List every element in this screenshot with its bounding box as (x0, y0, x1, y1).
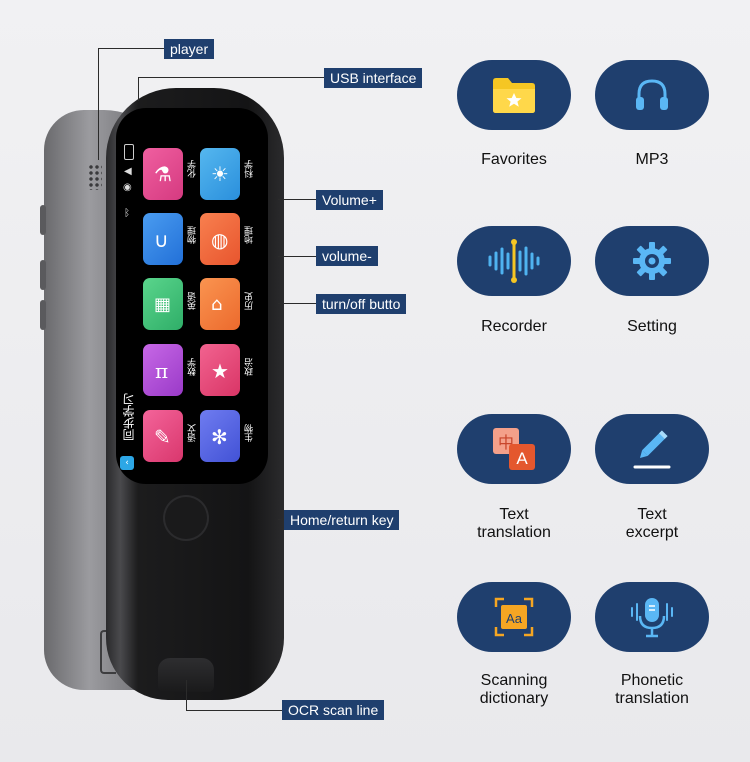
app-chemistry[interactable] (143, 148, 183, 200)
feature-setting-label: Setting (627, 318, 677, 335)
sync-learning-title: 同步学习 (122, 393, 136, 441)
feature-favorites-tile (457, 60, 571, 130)
magnet-icon: ∪ (154, 228, 169, 252)
feature-text-translation-label: Text translation (477, 506, 551, 541)
pi-icon: π (155, 359, 169, 383)
app-chinese[interactable] (143, 410, 183, 462)
svg-text:A: A (516, 449, 528, 468)
app-science[interactable] (200, 148, 240, 200)
star-icon: ★ (211, 359, 229, 383)
app-english-label: 英语 (188, 292, 198, 310)
app-history-label: 历史 (245, 292, 255, 310)
callout-ocr-scan-line: OCR scan line (282, 700, 385, 720)
feature-scanning-dictionary-label: Scanning dictionary (479, 672, 549, 707)
pencil-icon (633, 430, 671, 469)
folder-star-icon (493, 78, 535, 113)
speaker-grille (88, 164, 102, 190)
app-biology-label: 生物 (245, 424, 255, 442)
app-chinese-label: 语文 (188, 424, 198, 442)
app-math-label: 数学 (188, 358, 198, 376)
app-history[interactable] (200, 278, 240, 330)
callout-volume-up: Volume+ (316, 190, 383, 210)
side-button-2 (40, 260, 46, 290)
feature-recorder-tile (457, 226, 571, 296)
feature-phonetic-translation-label: Phonetic translation (615, 672, 689, 707)
bluetooth-icon: ᛒ (124, 208, 130, 219)
app-english[interactable] (143, 278, 183, 330)
app-politics[interactable] (200, 344, 240, 396)
feature-text-translation-tile: 中 A (457, 414, 571, 484)
molecule-icon: ✻ (211, 425, 228, 449)
app-geography[interactable] (200, 213, 240, 265)
feature-text-excerpt-tile (595, 414, 709, 484)
app-physics-label: 物理 (188, 226, 198, 244)
app-physics[interactable] (143, 213, 183, 265)
feature-text-excerpt-label: Text excerpt (625, 506, 679, 541)
feature-recorder-label: Recorder (481, 318, 547, 335)
feature-mp3-label: MP3 (635, 151, 669, 168)
feature-setting-tile (595, 226, 709, 296)
headphones-icon (636, 79, 668, 110)
callout-player: player (164, 39, 215, 59)
test-tube-icon: ⚗ (154, 162, 172, 186)
translate-icon: 中 A (493, 428, 535, 470)
waveform-icon (488, 239, 540, 283)
app-biology[interactable] (200, 410, 240, 462)
bulb-icon: ☀ (211, 162, 229, 186)
callout-power: turn/off butto (316, 294, 407, 314)
temple-icon: ⌂ (211, 294, 223, 315)
feature-favorites-label: Favorites (481, 151, 547, 168)
gear-icon (633, 242, 671, 280)
abc-blocks-icon: ▦ (154, 294, 172, 315)
home-return-button[interactable] (163, 495, 209, 541)
volume-status-icon: ◀ (124, 166, 132, 177)
scan-dictionary-icon: Aa (494, 597, 534, 637)
side-button-1 (40, 205, 46, 235)
app-math[interactable] (143, 344, 183, 396)
feature-scanning-dictionary-tile: Aa (457, 582, 571, 652)
app-science-label: 科学 (245, 160, 255, 178)
side-button-3 (40, 300, 46, 330)
feature-phonetic-translation-tile (595, 582, 709, 652)
callout-volume-down: volume- (316, 246, 378, 266)
callout-home-return-key: Home/return key (284, 510, 400, 530)
brush-icon: ✎ (154, 425, 171, 449)
microphone-icon (631, 598, 673, 638)
battery-icon (124, 144, 134, 160)
globe-icon: ◍ (211, 228, 229, 252)
callout-usb-interface: USB interface (324, 68, 423, 88)
feature-mp3-tile (595, 60, 709, 130)
device-screen: ◀ ◉ ᛒ 同步学习 ‹ 化学 科学 物理 地理 英语 历史 数学 政治 语文 … (116, 108, 268, 484)
back-chevron-icon[interactable]: ‹ (120, 456, 134, 470)
svg-text:Aa: Aa (506, 611, 523, 626)
app-politics-label: 政治 (245, 358, 255, 376)
app-chemistry-label: 化学 (188, 160, 198, 178)
app-geography-label: 地理 (245, 226, 255, 244)
wifi-icon: ◉ (123, 182, 132, 193)
